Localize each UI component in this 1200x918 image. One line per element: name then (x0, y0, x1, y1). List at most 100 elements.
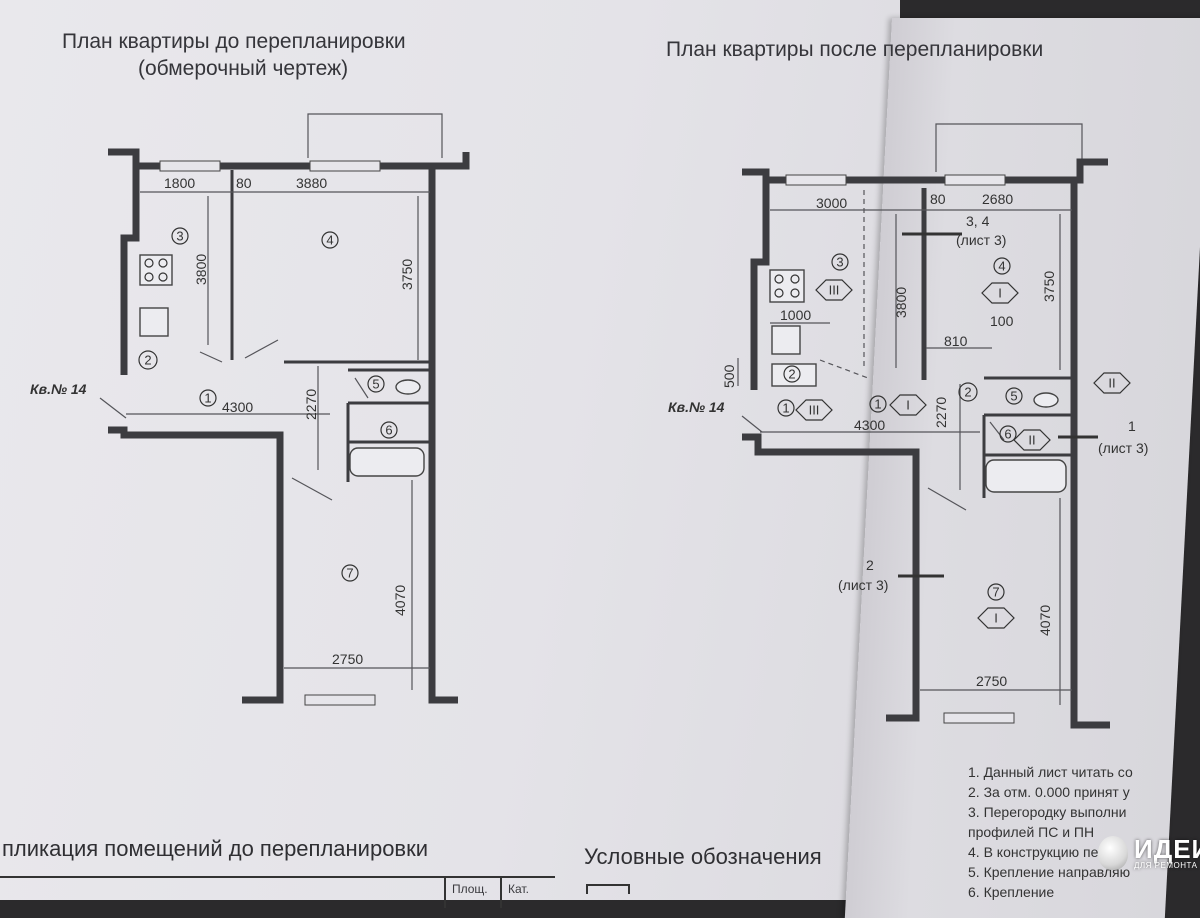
room-4-number-after: 4 (998, 259, 1005, 274)
title-after: План квартиры после перепланировки (666, 38, 1044, 61)
category-mark-room7: I (994, 611, 998, 626)
door-room7-after (927, 487, 967, 511)
toilet-after (1033, 392, 1059, 408)
outer-wall-right-after (1070, 180, 1110, 729)
balcony-outline-after (935, 123, 1083, 172)
section-1-label: 1 (1128, 418, 1136, 434)
category-hex-1b (795, 399, 833, 421)
door-room4 (244, 339, 279, 359)
dim-810-after: 810 (944, 333, 968, 349)
sink (139, 307, 169, 337)
apartment-leader-before (99, 397, 127, 419)
room-1-number-left-after: 1 (782, 401, 789, 416)
window-3-after (943, 712, 1015, 724)
room-1-number: 1 (204, 391, 211, 406)
section-2-label: 2 (866, 557, 874, 573)
dim-4300: 4300 (222, 399, 253, 415)
room-3-number-after: 3 (836, 255, 843, 270)
window-1-after (785, 174, 847, 186)
room-6-number-after: 6 (1004, 427, 1011, 442)
category-hex-6 (1013, 429, 1051, 451)
category-mark-room3: III (829, 283, 840, 298)
note-3: 3. Перегородку выполни (968, 804, 1127, 820)
dim-1800: 1800 (164, 175, 195, 191)
room-2-new-number: 2 (964, 385, 971, 400)
outer-wall-top-after (742, 158, 1108, 184)
dim-3880: 3880 (296, 175, 327, 191)
room-3-number: 3 (176, 229, 183, 244)
outer-wall-lower-after (742, 433, 920, 722)
dim-2750-after: 2750 (976, 673, 1007, 689)
section-2-sheet: (лист 3) (838, 577, 888, 593)
legend-title: Условные обозначения (584, 844, 822, 869)
door-bath-after (989, 421, 1005, 441)
note-6: 6. Крепление (968, 884, 1055, 900)
lightbulb-icon (1098, 836, 1128, 870)
category-hex-7 (977, 607, 1015, 629)
outer-wall-left-after (750, 180, 770, 390)
room-7-number: 7 (346, 566, 353, 581)
dim-80: 80 (236, 175, 252, 191)
demolished-wall-2 (819, 359, 869, 379)
dim-4070: 4070 (392, 585, 408, 616)
dim-4070-after: 4070 (1037, 605, 1053, 636)
room-1-number-after: 1 (874, 397, 881, 412)
window-1 (159, 160, 221, 172)
explication-title: пликация помещений до перепланировки (2, 836, 429, 861)
section-1-sheet: (лист 3) (1098, 440, 1148, 456)
dim-2270-after: 2270 (933, 397, 949, 428)
plan-after: 3000 80 2680 3800 3750 1000 100 810 500 … (668, 123, 1148, 729)
category-mark-room4: I (998, 286, 1002, 301)
section-34-sheet: (лист 3) (956, 232, 1006, 248)
watermark-sub: ДЛЯ РЕМОНТА (1134, 861, 1198, 870)
bathtub-after (985, 459, 1067, 493)
door-kitchen (199, 351, 223, 363)
room-4-number: 4 (326, 233, 333, 248)
explication-table-header: Площ. Кат. (0, 876, 555, 908)
window-2-after (944, 174, 1006, 186)
note-3-cont: профилей ПС и ПН (968, 824, 1095, 840)
sink-after (771, 325, 801, 355)
dim-3800: 3800 (193, 254, 209, 285)
outer-wall-right (428, 166, 458, 704)
plan-before: 1800 80 3880 3800 3750 4300 2270 4070 27… (30, 113, 470, 706)
room-5-number-after: 5 (1010, 389, 1017, 404)
category-mark-room1b: III (809, 403, 820, 418)
dim-2750: 2750 (332, 651, 363, 667)
category-mark-room5: II (1108, 376, 1115, 391)
category-mark-room1: I (906, 398, 910, 413)
storage-after (771, 363, 817, 387)
category-mark-room6: II (1028, 433, 1035, 448)
dim-100-after: 100 (990, 313, 1014, 329)
stove (139, 254, 173, 286)
note-5: 5. Крепление направляю (968, 864, 1131, 880)
room-7-number-after: 7 (992, 585, 999, 600)
watermark: ИДЕИ ДЛЯ РЕМОНТА (1098, 836, 1200, 870)
dim-3800-after: 3800 (893, 287, 909, 318)
column-category: Кат. (508, 882, 529, 896)
column-area: Площ. (452, 882, 488, 896)
apartment-label-after: Кв.№ 14 (668, 399, 725, 415)
dim-2680-after: 2680 (982, 191, 1013, 207)
drawing-sheet (0, 0, 900, 900)
room-2-number-after: 2 (788, 367, 795, 382)
room-6-number: 6 (385, 423, 392, 438)
balcony-outline (307, 113, 443, 158)
door-room7 (291, 477, 333, 501)
dim-1000-after: 1000 (780, 307, 811, 323)
room-5-number: 5 (372, 377, 379, 392)
note-2: 2. За отм. 0.000 принят у (968, 784, 1130, 800)
door-wc (354, 377, 369, 399)
dim-3000-after: 3000 (816, 195, 847, 211)
toilet (395, 379, 421, 395)
dim-3750-after: 3750 (1041, 271, 1057, 302)
dim-3750: 3750 (399, 259, 415, 290)
category-hex-1 (889, 394, 927, 416)
outer-wall-lower (108, 426, 284, 704)
dim-500-after: 500 (721, 364, 737, 388)
category-hex-5 (1093, 372, 1131, 394)
apartment-label-before: Кв.№ 14 (30, 381, 87, 397)
legend-wall-symbol (586, 884, 630, 894)
dim-4300-after: 4300 (854, 417, 885, 433)
